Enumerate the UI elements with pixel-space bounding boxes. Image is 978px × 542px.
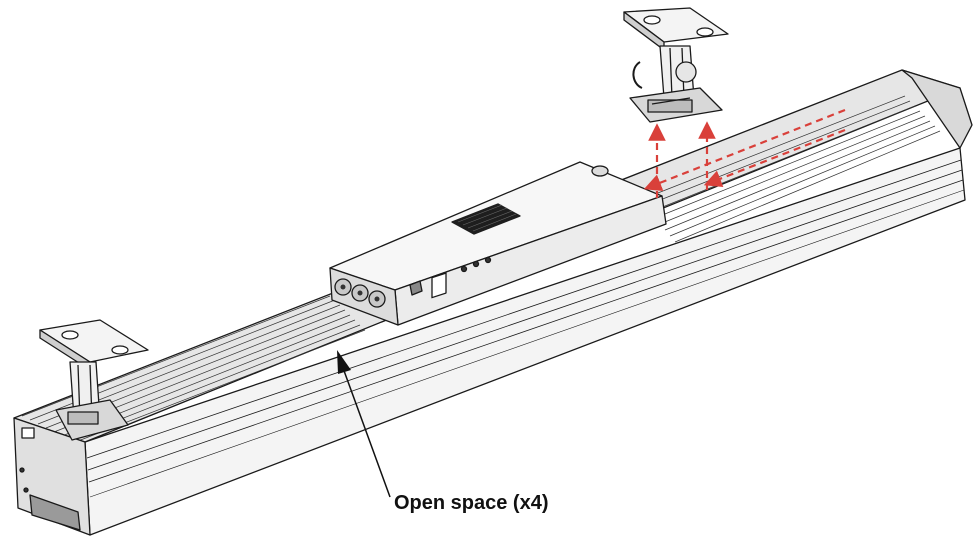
- button-dot: [472, 260, 480, 268]
- mounting-bracket-icon: [623, 7, 729, 123]
- fixture-right-endcap: [901, 69, 973, 149]
- display-panel: [431, 272, 447, 299]
- open-space-label: Open space (x4): [394, 492, 549, 514]
- button-dot: [484, 256, 492, 264]
- button-dot: [460, 265, 468, 273]
- left-endcap: [13, 417, 91, 536]
- control-housing: [329, 161, 667, 326]
- rail-grooves-right: [639, 95, 941, 243]
- open-space-callout: [337, 350, 391, 498]
- callout-arrowhead: [337, 350, 351, 374]
- direction-arrow-icon: [643, 108, 846, 198]
- housing-knob: [591, 165, 609, 177]
- vent-grill: [451, 203, 521, 235]
- fixture-body: [13, 69, 973, 536]
- callout-leader-line: [342, 367, 391, 498]
- mounting-bracket-icon: [39, 319, 149, 441]
